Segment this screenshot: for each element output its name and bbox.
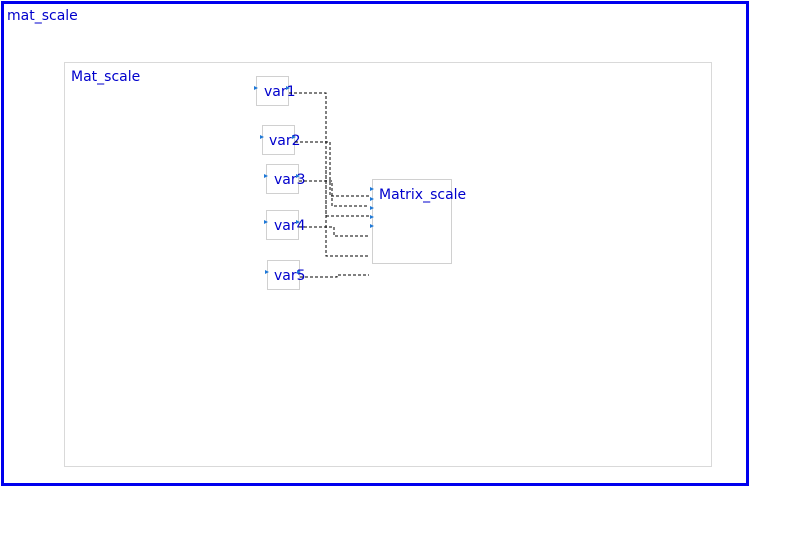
diagram-canvas bbox=[64, 62, 712, 467]
var1-output-port-icon bbox=[286, 86, 290, 90]
var1-input-port-icon bbox=[254, 86, 258, 90]
wire-var1-to-matrix-scale-bottom bbox=[325, 170, 369, 257]
wire-var3-to-matrix-scale bbox=[299, 180, 369, 207]
wire-var5-to-matrix-scale bbox=[300, 274, 369, 278]
matrix-scale-input-port-1-icon bbox=[370, 187, 374, 191]
var4-input-port-icon bbox=[264, 220, 268, 224]
block-var2[interactable]: var2 bbox=[262, 125, 301, 155]
matrix-scale-input-port-2-icon bbox=[370, 197, 374, 201]
matrix-scale-input-port-4-icon bbox=[370, 215, 374, 219]
block-matrix-scale[interactable]: Matrix_scale bbox=[372, 179, 466, 264]
wire-var1-to-matrix-scale bbox=[289, 92, 369, 217]
var2-output-port-icon bbox=[292, 135, 296, 139]
diagram-title: Mat_scale bbox=[71, 69, 141, 85]
var3-input-port-icon bbox=[264, 174, 268, 178]
window-frame bbox=[1, 1, 749, 486]
matrix-scale-input-port-5-icon bbox=[370, 224, 374, 228]
block-var4[interactable]: var4 bbox=[266, 210, 306, 240]
var4-output-port-icon bbox=[296, 220, 300, 224]
var5-input-port-icon bbox=[265, 270, 269, 274]
matrix-scale-input-port-3-icon bbox=[370, 206, 374, 210]
block-var5[interactable]: var5 bbox=[267, 260, 306, 290]
var5-output-port-icon bbox=[297, 270, 301, 274]
var3-output-port-icon bbox=[296, 174, 300, 178]
block-matrix-scale-label: Matrix_scale bbox=[379, 187, 467, 203]
wire-var4-to-matrix-scale bbox=[299, 226, 369, 237]
window-title: mat_scale bbox=[7, 8, 78, 24]
wire-var2-to-matrix-scale bbox=[295, 141, 369, 197]
var2-input-port-icon bbox=[260, 135, 264, 139]
